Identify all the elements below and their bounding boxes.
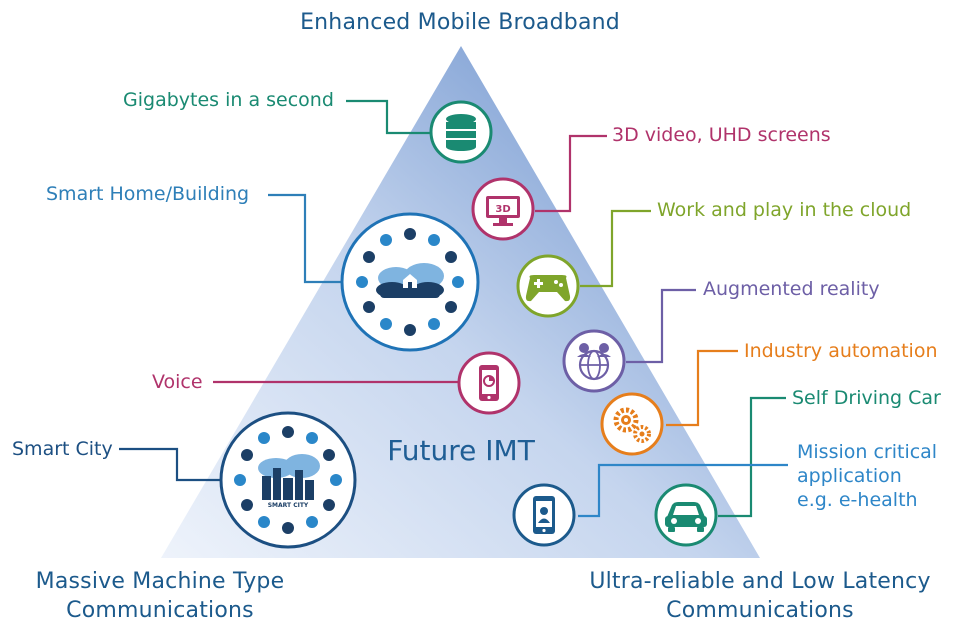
city-skyline: [262, 468, 314, 500]
car-icon: [654, 483, 718, 547]
label-mission-line3: e.g. e-health: [797, 489, 918, 511]
phone-icon: [457, 351, 521, 415]
connector-self-driving: [718, 396, 786, 518]
house-glyph: [403, 274, 417, 288]
label-voice: Voice: [152, 371, 203, 393]
label-mission: Mission critical application e.g. e-heal…: [797, 440, 937, 512]
gamepad-icon: [516, 254, 580, 318]
ehealth-phone-icon: [512, 483, 576, 547]
globe-people-icon: [562, 329, 626, 393]
connector-mission: [578, 463, 788, 518]
label-cloud-work: Work and play in the cloud: [657, 199, 912, 221]
connector-ar: [626, 288, 696, 364]
label-mission-line1: Mission critical: [797, 441, 938, 463]
corner-bottom-right-line2: Communications: [666, 598, 854, 623]
connector-3d-video: [535, 134, 607, 213]
connector-smart-home: [268, 193, 345, 284]
smart-home-cloud-icon: [340, 212, 480, 352]
corner-bottom-left-line2: Communications: [66, 598, 254, 623]
label-ar: Augmented reality: [703, 278, 880, 300]
connector-industry: [666, 349, 738, 427]
label-self-driving: Self Driving Car: [792, 387, 941, 409]
corner-bottom-right-line1: Ultra-reliable and Low Latency: [589, 569, 931, 594]
corner-bottom-left-label: Massive Machine Type Communications: [0, 567, 320, 625]
label-gigabytes: Gigabytes in a second: [123, 89, 334, 111]
smart-city-cloud-icon: SMART CITY: [219, 411, 357, 549]
gears-icon: [600, 392, 664, 456]
smart-city-text: SMART CITY: [268, 502, 309, 509]
label-smart-city: Smart City: [12, 438, 113, 460]
3d-tv-icon: 3D: [471, 177, 535, 241]
connector-cloud-work: [580, 209, 651, 288]
smart-home-ring-dots: [356, 228, 464, 336]
3d-tv-text: 3D: [495, 204, 510, 215]
label-industry: Industry automation: [744, 340, 938, 362]
corner-top-label: Enhanced Mobile Broadband: [300, 10, 620, 35]
corner-bottom-right-label: Ultra-reliable and Low Latency Communica…: [560, 567, 960, 625]
connector-smart-city: [119, 447, 224, 482]
connector-gigabytes: [346, 99, 430, 135]
label-smart-home: Smart Home/Building: [46, 183, 250, 205]
center-label: Future IMT: [387, 434, 535, 467]
database-icon: [429, 100, 493, 164]
connector-lines: [119, 99, 788, 518]
label-3d-video: 3D video, UHD screens: [612, 124, 831, 146]
label-mission-line2: application: [797, 465, 902, 487]
smart-city-ring-dots: [234, 426, 342, 534]
corner-bottom-left-line1: Massive Machine Type: [35, 569, 285, 594]
